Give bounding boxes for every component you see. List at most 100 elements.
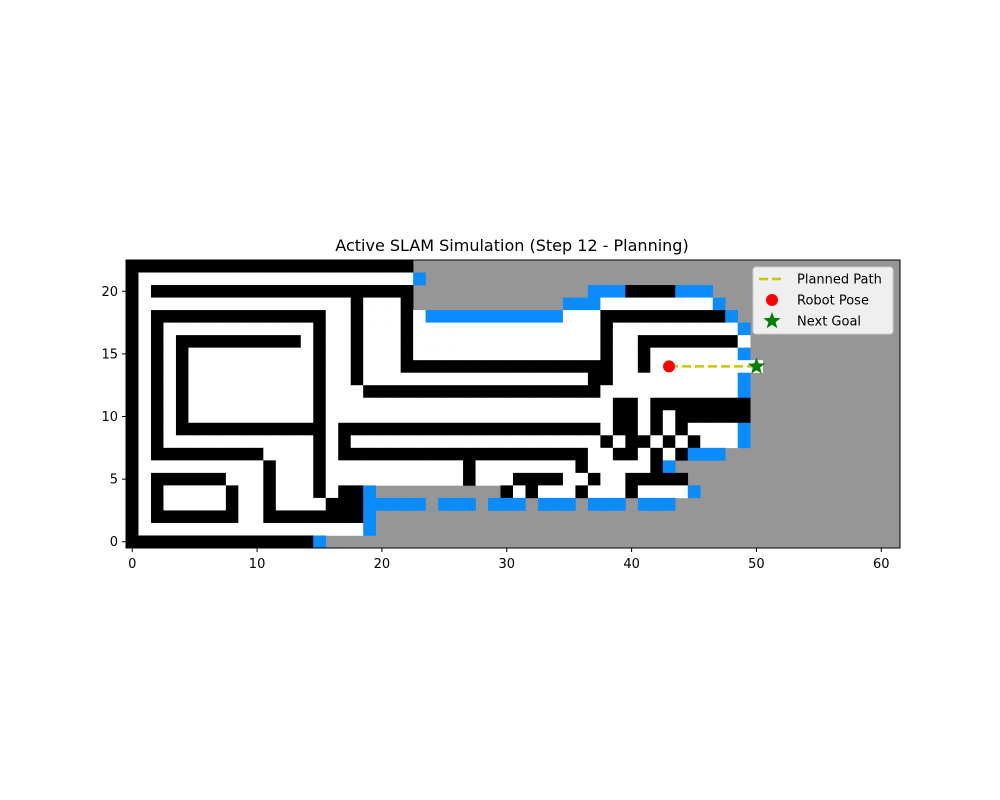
occupied-cell [225,485,239,499]
free-cell [612,372,626,386]
free-cell [725,435,739,449]
occupied-cell [575,385,589,399]
occupied-cell [225,497,239,511]
frontier-cell [600,285,614,298]
free-cell [238,397,252,411]
free-cell [637,297,651,311]
occupied-cell [550,447,564,461]
free-cell [188,322,202,336]
free-cell [275,297,289,311]
x-tick-label: 50 [748,557,765,572]
occupied-cell [350,485,364,499]
free-cell [250,385,264,399]
free-cell [225,322,239,336]
free-cell [325,272,339,286]
occupied-cell [150,385,164,399]
free-cell [488,435,501,449]
free-cell [325,385,339,399]
occupied-cell [400,310,414,323]
free-cell [450,410,464,424]
x-tick-label: 40 [623,557,640,572]
free-cell [463,322,476,336]
free-cell [400,272,414,286]
free-cell [562,435,576,449]
occupied-cell [313,422,327,436]
occupied-cell [675,397,689,411]
occupied-cell [700,410,714,424]
free-cell [525,460,539,474]
occupied-cell [200,447,214,461]
occupied-cell [313,260,327,273]
frontier-cell [737,435,751,449]
frontier-cell [550,310,564,323]
free-cell [188,372,202,386]
free-cell [650,372,664,386]
free-cell [150,460,164,474]
free-cell [275,485,289,499]
free-cell [225,522,239,536]
occupied-cell [275,422,289,436]
free-cell [275,272,289,286]
free-cell [575,397,589,411]
occupied-cell [375,260,389,273]
free-cell [662,410,676,424]
free-cell [225,385,239,399]
occupied-cell [288,285,302,298]
occupied-cell [300,422,314,436]
free-cell [338,397,352,411]
occupied-cell [400,260,414,273]
occupied-cell [637,472,651,486]
free-cell [637,372,651,386]
occupied-cell [263,497,277,511]
free-cell [500,460,514,474]
occupied-cell [175,360,189,373]
occupied-cell [525,485,539,499]
free-cell [400,435,414,449]
occupied-cell [650,410,664,424]
x-tick-label: 30 [498,557,515,572]
occupied-cell [313,410,327,424]
occupied-cell [438,385,451,399]
free-cell [612,435,626,449]
free-cell [300,435,314,449]
occupied-cell [463,460,476,474]
free-cell [662,297,676,311]
frontier-cell [413,497,426,511]
occupied-cell [238,335,252,348]
free-cell [363,435,376,449]
occupied-cell [388,447,401,461]
occupied-cell [238,535,252,549]
occupied-cell [350,497,364,511]
free-cell [475,460,489,474]
occupied-cell [188,310,202,323]
occupied-cell [438,422,451,436]
free-cell [350,522,364,536]
occupied-cell [712,397,726,411]
free-cell [513,372,526,386]
occupied-cell [150,485,164,499]
free-cell [575,372,589,386]
free-cell [438,322,451,336]
frontier-cell [637,497,651,511]
occupied-cell [126,372,139,386]
free-cell [637,447,651,461]
occupied-cell [150,472,164,486]
free-cell [313,497,327,511]
free-cell [263,447,277,461]
free-cell [213,372,227,386]
free-cell [325,485,339,499]
free-cell [637,422,651,436]
occupied-cell [525,385,539,399]
free-cell [450,335,464,348]
occupied-cell [150,372,164,386]
occupied-cell [537,385,551,399]
free-cell [725,322,739,336]
free-cell [525,335,539,348]
frontier-cell [388,497,401,511]
occupied-cell [313,435,327,449]
occupied-cell [150,397,164,411]
occupied-cell [525,422,539,436]
occupied-cell [700,310,714,323]
occupied-cell [275,260,289,273]
free-cell [175,297,189,311]
